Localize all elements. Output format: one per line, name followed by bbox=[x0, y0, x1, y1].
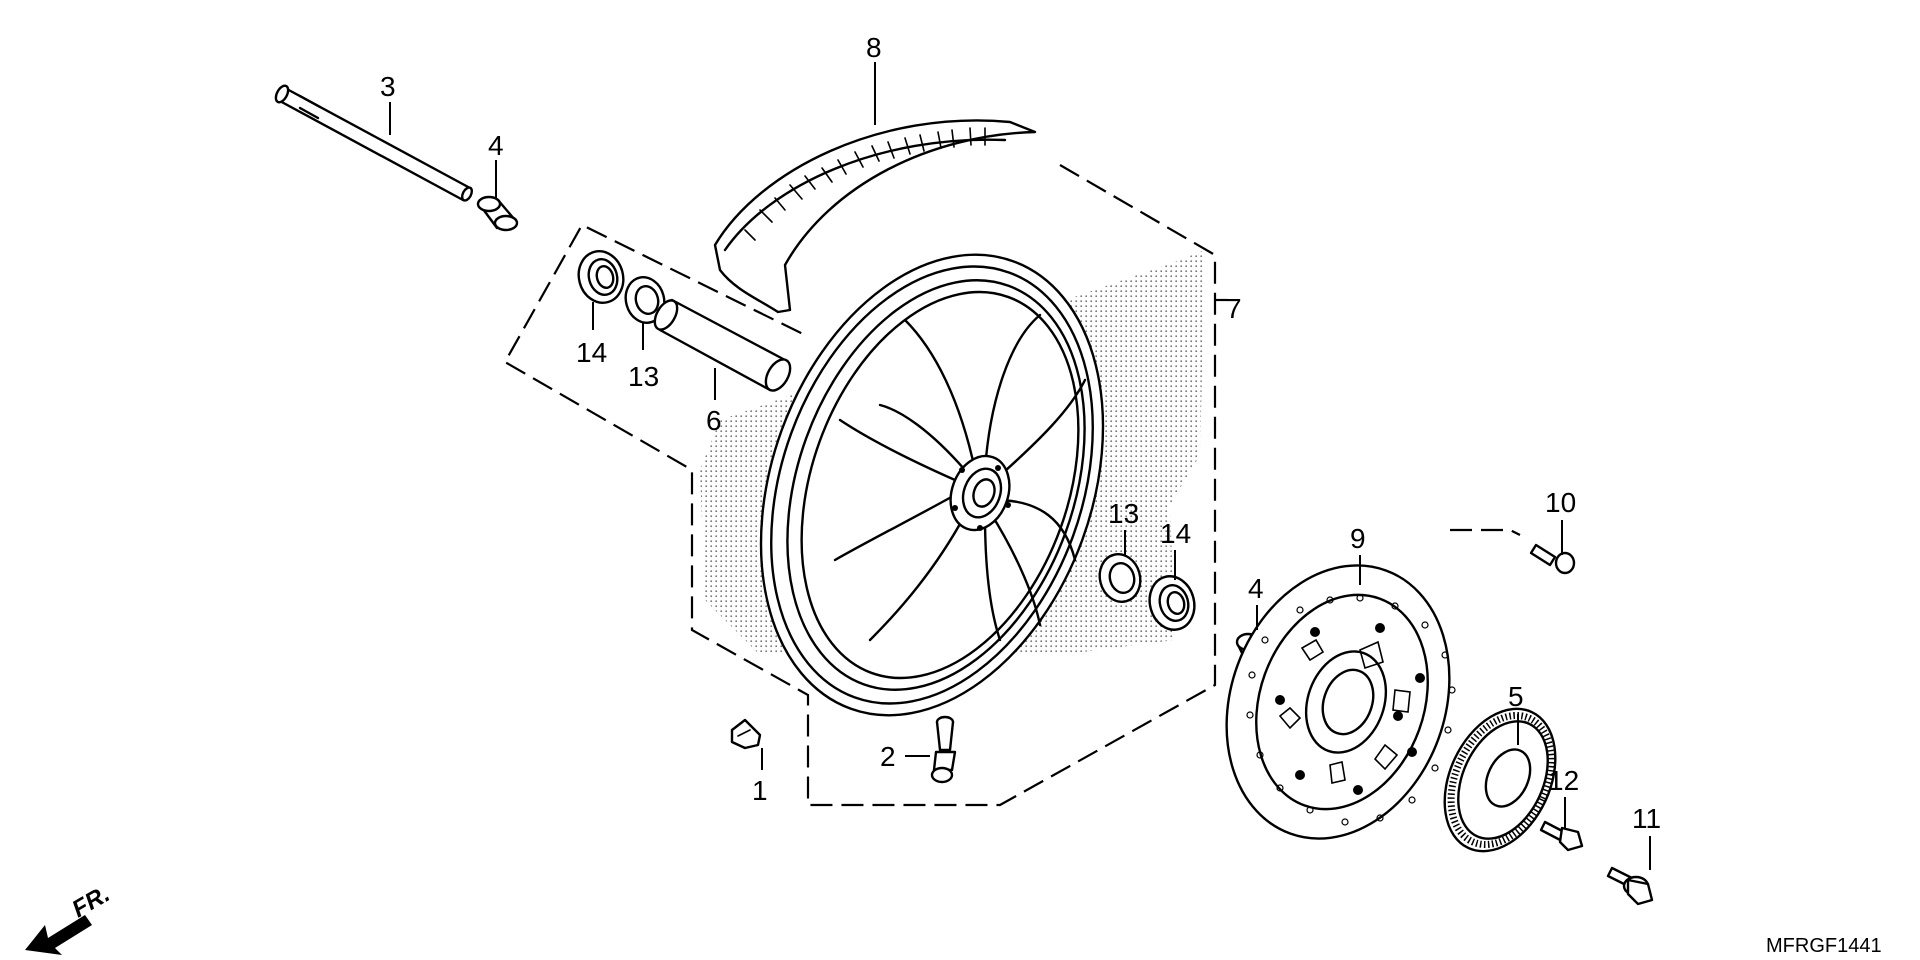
fr-direction-label: FR. bbox=[68, 880, 115, 923]
label-part-9: 9 bbox=[1350, 523, 1366, 554]
tire-part-8 bbox=[713, 119, 1037, 314]
label-part-5: 5 bbox=[1508, 681, 1524, 712]
label-part-4-left: 4 bbox=[488, 130, 504, 161]
label-part-6: 6 bbox=[706, 405, 722, 436]
collar-part-4-left bbox=[476, 195, 519, 232]
bolt-part-12 bbox=[1539, 820, 1584, 852]
label-part-8: 8 bbox=[866, 32, 882, 63]
label-part-7: 7 bbox=[1226, 293, 1242, 324]
balance-weight-part-1 bbox=[730, 718, 762, 750]
label-part-14-left: 14 bbox=[576, 337, 607, 368]
label-part-4-right: 4 bbox=[1248, 573, 1264, 604]
part-labels: 3 4 8 7 14 13 6 13 14 4 9 10 5 12 11 2 1… bbox=[68, 32, 1882, 957]
label-part-12: 12 bbox=[1548, 765, 1579, 796]
label-part-13-left: 13 bbox=[628, 361, 659, 392]
distance-collar-part-6 bbox=[653, 298, 792, 392]
pulser-ring-part-5 bbox=[1443, 707, 1557, 853]
label-part-13-right: 13 bbox=[1108, 498, 1139, 529]
assembly-boundary bbox=[503, 164, 1521, 807]
drawing-code: MFRGF1441 bbox=[1766, 935, 1882, 957]
label-part-14-right: 14 bbox=[1160, 518, 1191, 549]
label-part-11: 11 bbox=[1632, 803, 1661, 834]
label-part-1: 1 bbox=[752, 775, 768, 806]
seal-part-13-right bbox=[1098, 553, 1142, 603]
leader-lines bbox=[389, 62, 1651, 870]
bearing-part-14-right bbox=[1148, 575, 1196, 631]
axle-part-3 bbox=[274, 84, 474, 202]
label-part-2: 2 bbox=[880, 741, 896, 772]
label-part-3: 3 bbox=[380, 71, 396, 102]
wheel-part-7 bbox=[759, 253, 1105, 717]
valve-part-2 bbox=[930, 715, 957, 784]
bearing-part-14-left bbox=[577, 250, 625, 304]
bolt-part-11 bbox=[1606, 866, 1654, 906]
label-part-10: 10 bbox=[1545, 487, 1576, 518]
bolt-part-10 bbox=[1529, 543, 1576, 575]
front-direction-arrow bbox=[25, 915, 92, 955]
seal-part-13-left bbox=[624, 276, 666, 324]
brake-disc-part-9 bbox=[1225, 564, 1456, 840]
